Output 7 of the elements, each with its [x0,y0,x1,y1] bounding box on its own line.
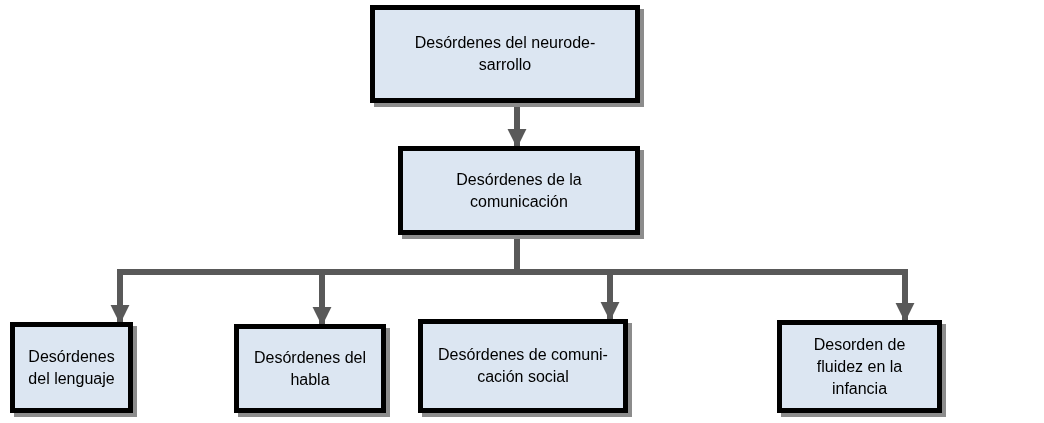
category-label: Desórdenes del neurode- sarrollo [413,33,597,75]
category-label: Desorden de fluidez en la infancia [812,334,907,399]
category-label: Desórdenes del lenguaje [27,346,116,389]
category-label: Desórdenes del habla [252,347,368,390]
category-label: Desórdenes de comuni- cación social [437,345,609,387]
arrow [507,106,527,148]
category-label: Desórdenes de la comunicación [455,169,583,212]
